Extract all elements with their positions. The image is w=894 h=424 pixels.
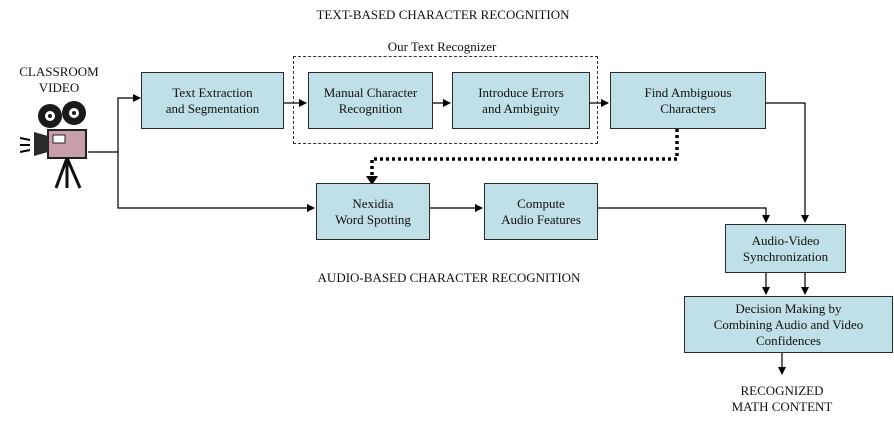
text-recognizer-group bbox=[293, 56, 598, 144]
compute-audio-box: Compute Audio Features bbox=[484, 183, 598, 240]
manual-recognition-box: Manual Character Recognition bbox=[308, 72, 433, 129]
arrow-video-to-text-extraction bbox=[88, 94, 141, 153]
arrow-video-to-nexidia bbox=[117, 152, 315, 212]
audio-recognition-title: AUDIO-BASED CHARACTER RECOGNITION bbox=[317, 270, 581, 285]
dotted-arrowhead bbox=[366, 176, 378, 185]
arrow-compute-to-sync bbox=[598, 207, 770, 223]
sync-box: Audio-Video Synchronization bbox=[725, 224, 846, 273]
dotted-arrow-find-to-nexidia bbox=[370, 129, 679, 180]
arrow-find-to-sync bbox=[766, 102, 809, 223]
classroom-video-label: CLASSROOM VIDEO bbox=[19, 64, 99, 95]
introduce-errors-box: Introduce Errors and Ambiguity bbox=[452, 72, 590, 129]
recognized-math-content-label: RECOGNIZED MATH CONTENT bbox=[731, 383, 833, 414]
text-recognition-title: TEXT-BASED CHARACTER RECOGNITION bbox=[316, 7, 570, 22]
decision-box: Decision Making by Combining Audio and V… bbox=[684, 296, 893, 353]
video-camera-icon bbox=[20, 101, 87, 189]
our-text-recognizer-label: Our Text Recognizer bbox=[387, 39, 497, 54]
find-ambiguous-box: Find Ambiguous Characters bbox=[610, 72, 766, 129]
nexidia-box: Nexidia Word Spotting bbox=[316, 183, 430, 240]
text-extraction-box: Text Extraction and Segmentation bbox=[141, 72, 284, 129]
